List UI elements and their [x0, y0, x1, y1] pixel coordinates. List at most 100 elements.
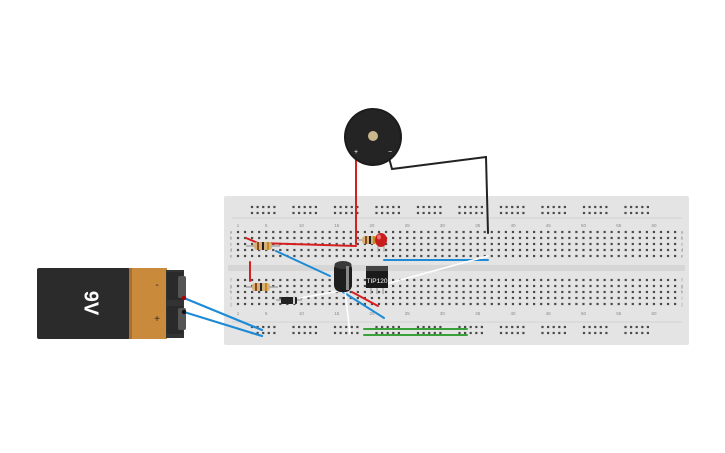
breadboard-hole: [525, 278, 529, 282]
row-letter: c: [230, 242, 233, 247]
breadboard-hole: [273, 205, 276, 209]
breadboard-hole: [258, 296, 261, 300]
breadboard-hole: [540, 236, 543, 240]
breadboard-hole: [476, 236, 479, 240]
breadboard-hole: [505, 211, 508, 215]
breadboard-hole: [666, 284, 670, 288]
breadboard-hole: [434, 254, 437, 258]
breadboard-hole: [540, 302, 543, 306]
breadboard-hole: [286, 278, 289, 282]
breadboard-hole: [428, 205, 431, 209]
breadboard-hole: [350, 205, 353, 209]
row-letter: g: [681, 284, 684, 289]
breadboard-hole: [272, 290, 275, 294]
breadboard-hole: [455, 242, 458, 246]
breadboard-hole: [480, 205, 483, 209]
breadboard-hole: [596, 254, 599, 258]
breadboard-hole: [617, 248, 620, 252]
breadboard-hole: [641, 331, 644, 335]
breadboard-hole: [339, 325, 342, 329]
breadboard-hole: [518, 230, 522, 234]
breadboard-hole: [505, 325, 508, 329]
column-number: 30: [440, 223, 446, 228]
breadboard-center-channel: [228, 265, 685, 271]
breadboard-hole: [582, 302, 585, 306]
breadboard-hole: [328, 236, 331, 240]
breadboard-hole: [265, 254, 268, 258]
breadboard-hole: [547, 254, 550, 258]
column-number: 5: [265, 223, 268, 228]
battery-label: 9V: [80, 291, 102, 316]
breadboard-hole: [666, 248, 670, 252]
breadboard-hole: [272, 254, 275, 258]
breadboard-hole: [575, 296, 578, 300]
breadboard-hole: [541, 205, 544, 209]
breadboard-hole: [406, 290, 409, 294]
breadboard-hole: [375, 331, 378, 335]
breadboard-hole: [511, 325, 514, 329]
breadboard-hole: [638, 242, 641, 246]
breadboard-hole: [307, 278, 310, 282]
breadboard-hole: [563, 325, 566, 329]
breadboard-hole: [554, 284, 557, 288]
breadboard-hole: [476, 290, 479, 294]
breadboard-hole: [652, 278, 656, 282]
breadboard-hole: [624, 254, 627, 258]
breadboard-hole: [309, 205, 312, 209]
column-number: 15: [334, 223, 340, 228]
breadboard-hole: [441, 284, 444, 288]
breadboard-hole: [540, 290, 543, 294]
breadboard-hole: [490, 296, 493, 300]
breadboard-hole: [448, 278, 451, 282]
breadboard-hole: [516, 325, 519, 329]
breadboard-hole: [434, 236, 437, 240]
breadboard-hole: [256, 331, 259, 335]
breadboard-hole: [483, 230, 486, 234]
breadboard-hole: [533, 230, 536, 234]
breadboard-hole: [377, 230, 381, 234]
breadboard-hole: [641, 205, 644, 209]
breadboard-hole: [434, 248, 437, 252]
breadboard-hole: [413, 242, 416, 246]
breadboard-hole: [575, 290, 578, 294]
piezo-buzzer: + −: [344, 108, 402, 166]
breadboard-hole: [314, 331, 317, 335]
breadboard-hole: [497, 302, 500, 306]
breadboard-hole: [399, 242, 402, 246]
breadboard-hole: [399, 254, 402, 258]
breadboard-hole: [547, 230, 550, 234]
breadboard-hole: [300, 248, 303, 252]
breadboard-hole: [286, 236, 289, 240]
breadboard-hole: [624, 211, 627, 215]
breadboard-hole: [335, 254, 338, 258]
breadboard-hole: [236, 284, 240, 288]
breadboard-hole: [511, 278, 515, 282]
breadboard-hole: [547, 242, 550, 246]
breadboard-hole: [303, 205, 306, 209]
breadboard-hole: [522, 331, 525, 335]
breadboard-hole: [674, 284, 677, 288]
breadboard-hole: [298, 205, 301, 209]
breadboard-hole: [522, 325, 525, 329]
breadboard-hole: [441, 290, 444, 294]
breadboard-hole: [610, 284, 613, 288]
breadboard-hole: [599, 325, 602, 329]
breadboard-hole: [504, 284, 507, 288]
breadboard-hole: [483, 290, 486, 294]
breadboard-hole: [363, 290, 366, 294]
breadboard-hole: [533, 236, 536, 240]
breadboard-hole: [638, 248, 641, 252]
breadboard-hole: [525, 284, 529, 288]
breadboard-hole: [386, 205, 389, 209]
breadboard-hole: [490, 290, 493, 294]
breadboard-hole: [588, 331, 591, 335]
breadboard-hole: [243, 248, 247, 252]
breadboard-hole: [525, 302, 529, 306]
breadboard-hole: [386, 331, 389, 335]
breadboard-hole: [497, 230, 500, 234]
breadboard-hole: [328, 254, 331, 258]
breadboard-hole: [349, 230, 352, 234]
breadboard-hole: [652, 248, 656, 252]
breadboard-hole: [674, 296, 677, 300]
breadboard-hole: [397, 325, 400, 329]
